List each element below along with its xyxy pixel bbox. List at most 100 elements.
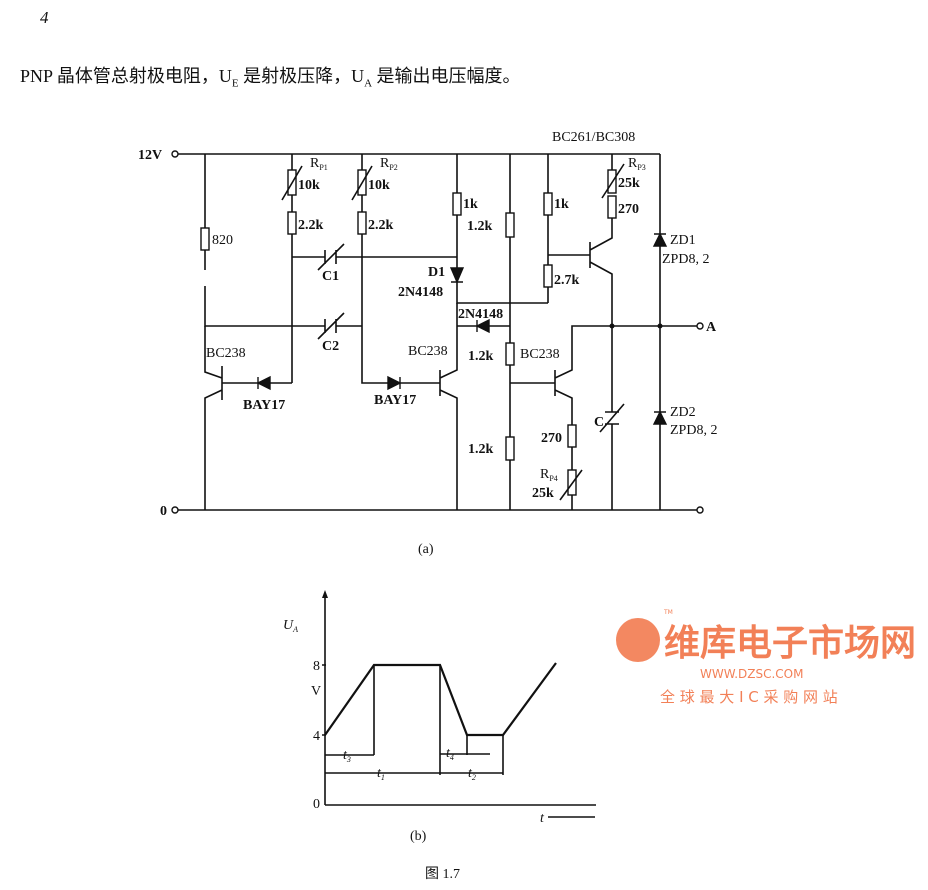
watermark-brand: 维库电子市场网 — [664, 623, 916, 664]
label-rp2-val: 10k — [368, 178, 390, 193]
t4-sub: 4 — [450, 753, 454, 762]
label-0: 0 — [160, 504, 167, 519]
watermark-tm: TM — [663, 609, 673, 616]
rp3-sub: P3 — [637, 163, 645, 172]
interval-t1: t1 — [377, 766, 385, 782]
label-q1: BC238 — [206, 346, 246, 361]
terminal-a — [696, 322, 704, 330]
y-label-u: U — [283, 618, 294, 633]
diodes — [256, 232, 668, 425]
label-2n4148: 2N4148 — [458, 307, 503, 322]
rp4-r: R — [540, 467, 550, 482]
label-rp4-val: 25k — [532, 486, 554, 501]
label-d1-type: 2N4148 — [398, 285, 443, 300]
zener-zd2 — [652, 410, 668, 425]
label-1k2-c: 1.2k — [468, 442, 494, 457]
caption-b: (b) — [410, 829, 427, 844]
rp1-r: R — [310, 156, 320, 171]
label-c1: C1 — [322, 269, 339, 284]
resistor-1k-a — [452, 192, 462, 216]
waveform-plot: UA V 8 4 0 t3 t1 t4 t2 t (b) 图 1.7 — [283, 590, 596, 882]
resistor-1k2-a — [505, 212, 515, 238]
terminal-0 — [171, 506, 179, 514]
label-q3: BC238 — [520, 347, 560, 362]
y-tick-8: 8 — [313, 659, 320, 674]
waveform-line — [324, 662, 557, 737]
circuit-labels: 12V 0 A 820 RP1 10k 2.2k RP2 10k 2.2k 1k… — [138, 130, 717, 557]
resistor-1k2-c — [505, 436, 515, 461]
interval-t2: t2 — [468, 766, 476, 782]
diode-bay17-left — [256, 375, 271, 391]
label-2k2-a: 2.2k — [298, 218, 324, 233]
resistors — [200, 169, 617, 496]
rp2-sub: P2 — [389, 163, 397, 172]
label-1k-b: 1k — [554, 197, 569, 212]
page-number: 4 — [40, 8, 49, 27]
label-bc261: BC261/BC308 — [552, 130, 635, 145]
label-2k2-b: 2.2k — [368, 218, 394, 233]
label-rp1-val: 10k — [298, 178, 320, 193]
junction-dots — [609, 323, 663, 329]
label-12v: 12V — [138, 148, 162, 163]
watermark: 维库电子市场网 TM WWW.DZSC.COM 全 球 最 大 I C 采 购 … — [616, 609, 916, 706]
diode-d1 — [449, 267, 465, 284]
label-q2: BC238 — [408, 344, 448, 359]
y-label-sub: A — [292, 625, 298, 634]
rp4-sub: P4 — [549, 474, 557, 483]
y-axis-arrow-icon — [322, 590, 328, 598]
label-rp3: RP3 — [628, 156, 646, 172]
label-rp4: RP4 — [540, 467, 558, 483]
interval-t4: t4 — [446, 746, 454, 762]
figure-caption: 图 1.7 — [425, 867, 460, 882]
label-820: 820 — [212, 233, 233, 248]
resistor-820 — [200, 227, 210, 251]
label-zd2-type: ZPD8, 2 — [670, 423, 717, 438]
terminals — [171, 150, 704, 514]
y-tick-0: 0 — [313, 797, 320, 812]
resistor-1k-b — [543, 192, 553, 216]
interval-t3: t3 — [343, 748, 351, 764]
resistor-2k7 — [543, 264, 553, 288]
body-text-end: 是输出电压幅度。 — [372, 66, 521, 86]
label-zd1: ZD1 — [670, 233, 696, 248]
label-270-b: 270 — [541, 431, 562, 446]
terminal-12v — [171, 150, 179, 158]
label-zd1-type: ZPD8, 2 — [662, 252, 709, 267]
t3-sub: 3 — [346, 755, 351, 764]
t4-t: t — [446, 746, 451, 761]
rp1-sub: P1 — [319, 163, 327, 172]
label-1k2-a: 1.2k — [467, 219, 493, 234]
label-270-a: 270 — [618, 202, 639, 217]
rp2-r: R — [380, 156, 390, 171]
resistor-2k2-b — [357, 211, 367, 235]
body-sub-e: E — [231, 77, 239, 90]
x-label: t — [540, 811, 545, 826]
caption-a: (a) — [418, 542, 434, 557]
label-c: C — [594, 415, 604, 430]
label-c2: C2 — [322, 339, 339, 354]
diode-2n4148 — [475, 318, 490, 334]
label-rp2: RP2 — [380, 156, 398, 172]
interval-markers — [325, 665, 504, 775]
resistor-270-a — [607, 195, 617, 219]
label-rp3-val: 25k — [618, 176, 640, 191]
t2-sub: 2 — [472, 773, 476, 782]
body-text-mid: 是射极压降，U — [238, 66, 365, 86]
t2-t: t — [468, 766, 473, 781]
label-bay17-b: BAY17 — [374, 393, 416, 408]
body-sub-a: A — [364, 77, 373, 90]
watermark-slogan: 全 球 最 大 I C 采 购 网 站 — [660, 688, 838, 706]
t1-sub: 1 — [381, 773, 385, 782]
label-bay17-a: BAY17 — [243, 398, 285, 413]
y-unit: V — [311, 684, 321, 699]
zener-zd1 — [652, 232, 668, 247]
label-1k2-b: 1.2k — [468, 349, 494, 364]
y-tick-4: 4 — [313, 729, 320, 744]
waveform-axes — [324, 598, 596, 806]
y-label: UA — [283, 618, 298, 634]
label-2k7: 2.7k — [554, 273, 580, 288]
label-rp1: RP1 — [310, 156, 328, 172]
body-text: PNP 晶体管总射极电阻，UE 是射极压降，UA 是输出电压幅度。 — [20, 62, 521, 90]
